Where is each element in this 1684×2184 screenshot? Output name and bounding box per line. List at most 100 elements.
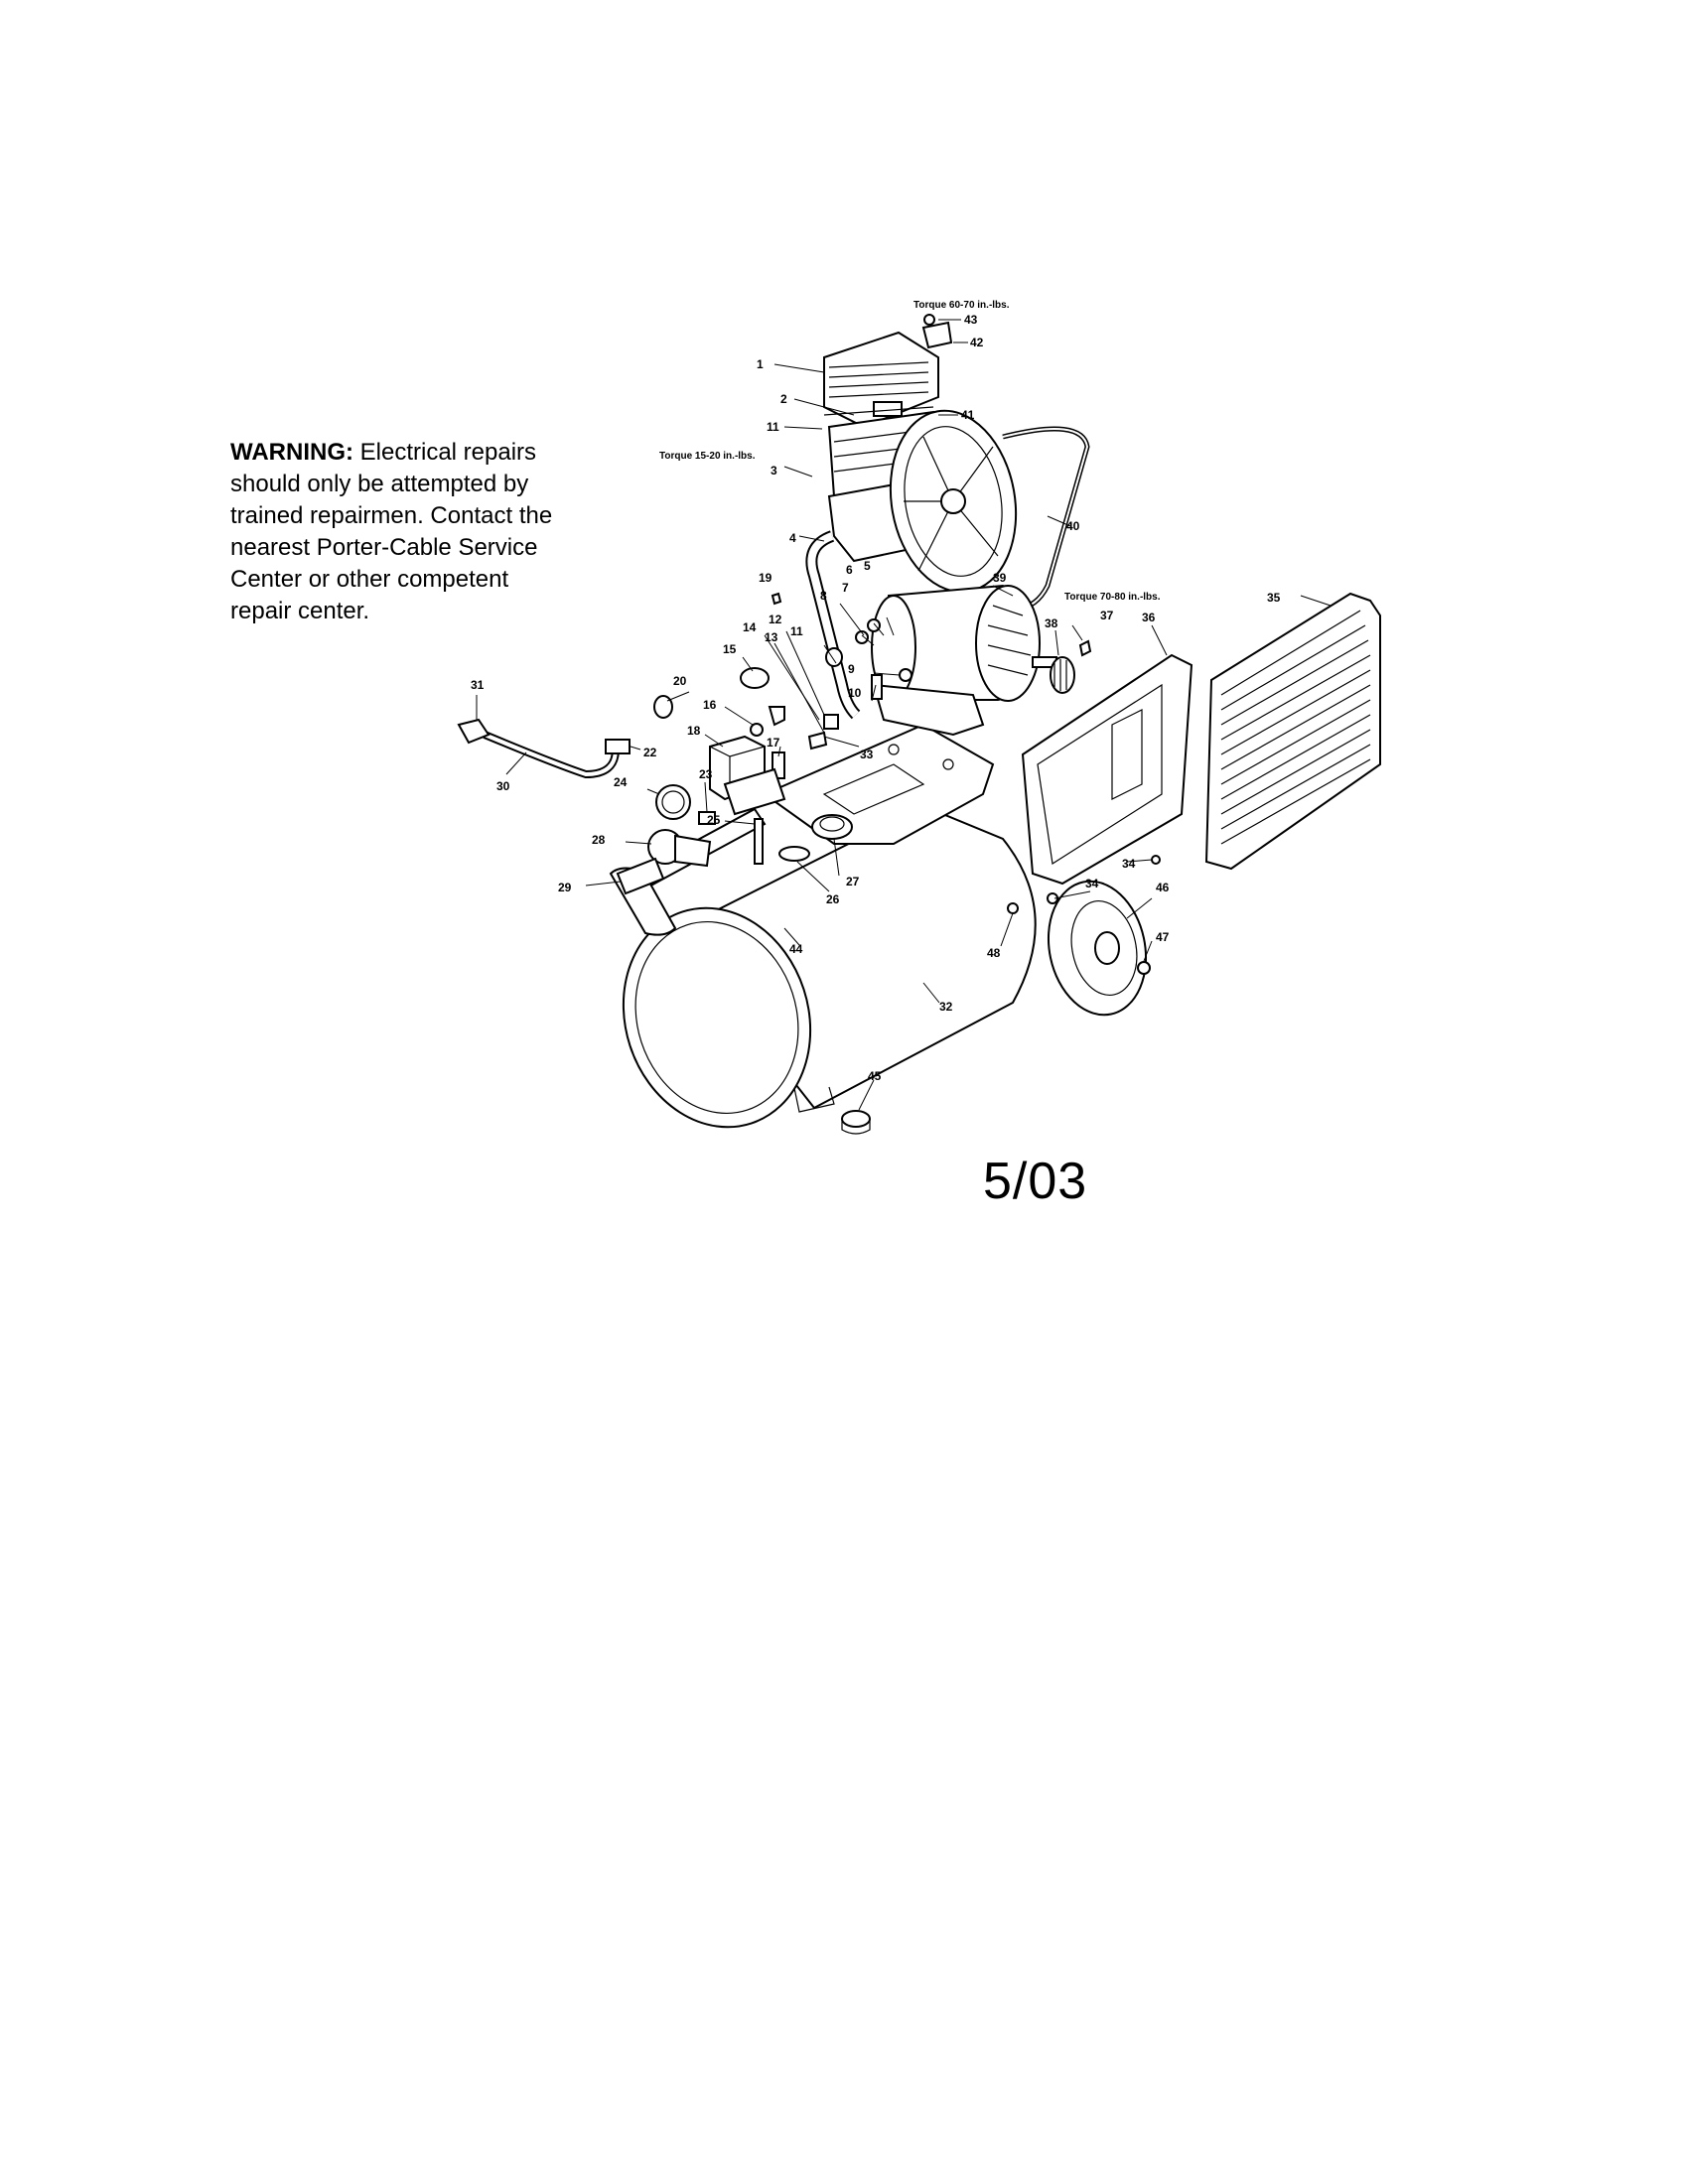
callout-label: 30 bbox=[496, 779, 510, 793]
fitting-8 bbox=[855, 630, 869, 644]
motor bbox=[871, 584, 1057, 702]
date-code: 5/03 bbox=[983, 1153, 1088, 1210]
warning-line: nearest Porter-Cable Service bbox=[230, 534, 538, 561]
motor-pulley bbox=[1050, 656, 1075, 694]
fitting-9 bbox=[899, 668, 912, 682]
setscrew bbox=[1078, 639, 1092, 657]
callout-label: 35 bbox=[1267, 591, 1281, 605]
callout-label: 25 bbox=[707, 813, 721, 827]
callout-label: 20 bbox=[673, 674, 687, 688]
callout-label: 23 bbox=[699, 767, 713, 781]
callout-label: 29 bbox=[558, 881, 572, 894]
safety-valve bbox=[754, 818, 764, 865]
wheel bbox=[1047, 880, 1148, 1017]
head-bolt bbox=[923, 314, 935, 326]
callout-label: 2 bbox=[780, 392, 787, 406]
fitting-33 bbox=[807, 731, 828, 751]
fitting-15 bbox=[740, 667, 770, 689]
head-bracket bbox=[921, 321, 953, 349]
fitting-20 bbox=[653, 695, 673, 719]
callout-label: 33 bbox=[860, 748, 874, 761]
mounting-bolt bbox=[1151, 855, 1161, 865]
cover-panel bbox=[1204, 592, 1381, 871]
warning-line: Center or other competent bbox=[230, 566, 509, 593]
warning-line: repair center. bbox=[230, 598, 370, 624]
callout-label: 37 bbox=[1100, 609, 1114, 622]
power-cord bbox=[483, 731, 631, 779]
callout-label: 36 bbox=[1142, 611, 1156, 624]
callout-label: 43 bbox=[964, 313, 978, 327]
callout-label: 41 bbox=[961, 408, 975, 422]
callout-label: 4 bbox=[789, 531, 796, 545]
callout-label: 48 bbox=[987, 946, 1001, 960]
callout-label: 46 bbox=[1156, 881, 1170, 894]
regulator bbox=[647, 829, 712, 868]
fitting-14 bbox=[768, 706, 785, 727]
callout-label: 47 bbox=[1156, 930, 1170, 944]
callout-label: 32 bbox=[939, 1000, 953, 1014]
frame-bolt bbox=[1007, 902, 1019, 914]
callout-label: 26 bbox=[826, 892, 840, 906]
callout-label: 42 bbox=[970, 336, 984, 349]
callout-label: 11 bbox=[767, 420, 779, 434]
callout-label: 19 bbox=[759, 571, 772, 585]
check-valve bbox=[811, 814, 853, 840]
pressure-gauge bbox=[655, 784, 691, 820]
callout-label: 8 bbox=[820, 589, 827, 603]
callout-label: 5 bbox=[864, 559, 871, 573]
warning-line: Electrical repairs bbox=[359, 439, 537, 466]
axle-bolt bbox=[1047, 892, 1058, 904]
leader-lines bbox=[476, 319, 1332, 1111]
fitting-12 bbox=[825, 647, 843, 667]
callout-label: 13 bbox=[765, 630, 778, 644]
fitting-13 bbox=[823, 714, 839, 730]
fitting-16 bbox=[750, 723, 764, 737]
callout-label: 44 bbox=[789, 942, 803, 956]
callout-label: 12 bbox=[769, 613, 782, 626]
callout-label: 15 bbox=[723, 642, 737, 656]
rubber-foot bbox=[841, 1110, 871, 1135]
fitting-19 bbox=[771, 592, 782, 606]
callout-label: 28 bbox=[592, 833, 606, 847]
motor-mount-bracket bbox=[872, 683, 985, 737]
callout-label: 40 bbox=[1066, 519, 1080, 533]
air-tank bbox=[622, 804, 1037, 1129]
warning-line: should only be attempted by bbox=[230, 471, 529, 497]
callout-label: 22 bbox=[643, 746, 657, 759]
torque-note-60-70: Torque 60-70 in.-lbs. bbox=[913, 300, 1010, 311]
callout-label: 3 bbox=[771, 464, 777, 478]
outlet-tube bbox=[805, 530, 861, 720]
callout-label: 17 bbox=[767, 736, 780, 750]
warning-heading: WARNING: bbox=[230, 439, 353, 466]
callout-label: 6 bbox=[846, 563, 853, 577]
callout-label: 9 bbox=[848, 662, 855, 676]
warning-line: trained repairmen. Contact the bbox=[230, 502, 553, 529]
torque-note-15-20: Torque 15-20 in.-lbs. bbox=[659, 451, 756, 462]
callout-label: 27 bbox=[846, 875, 860, 888]
warning-note: WARNING: Electrical repairs should only … bbox=[230, 437, 618, 627]
callout-label: 38 bbox=[1045, 616, 1058, 630]
callout-label: 18 bbox=[687, 724, 701, 738]
callout-label: 34 bbox=[1085, 877, 1099, 890]
callout-label: 7 bbox=[842, 581, 849, 595]
belt-guard-shroud bbox=[1021, 653, 1193, 886]
cylinder-head bbox=[823, 331, 939, 429]
callout-label: 1 bbox=[757, 357, 764, 371]
plug bbox=[457, 718, 491, 745]
head-gasket bbox=[823, 406, 934, 416]
callout-label: 10 bbox=[848, 686, 862, 700]
callout-label: 24 bbox=[614, 775, 628, 789]
manifold bbox=[723, 767, 786, 816]
wheel-bolt bbox=[1137, 961, 1151, 975]
callout-label: 31 bbox=[471, 678, 485, 692]
callout-label: 14 bbox=[743, 620, 757, 634]
fitting-7 bbox=[867, 618, 881, 632]
callout-label: 11 bbox=[790, 624, 803, 638]
torque-note-70-80: Torque 70-80 in.-lbs. bbox=[1064, 592, 1161, 603]
callout-label: 39 bbox=[993, 571, 1007, 585]
callout-label: 16 bbox=[703, 698, 717, 712]
callout-label: 45 bbox=[868, 1069, 882, 1083]
quick-coupler bbox=[616, 857, 665, 895]
callout-label: 34 bbox=[1122, 857, 1136, 871]
